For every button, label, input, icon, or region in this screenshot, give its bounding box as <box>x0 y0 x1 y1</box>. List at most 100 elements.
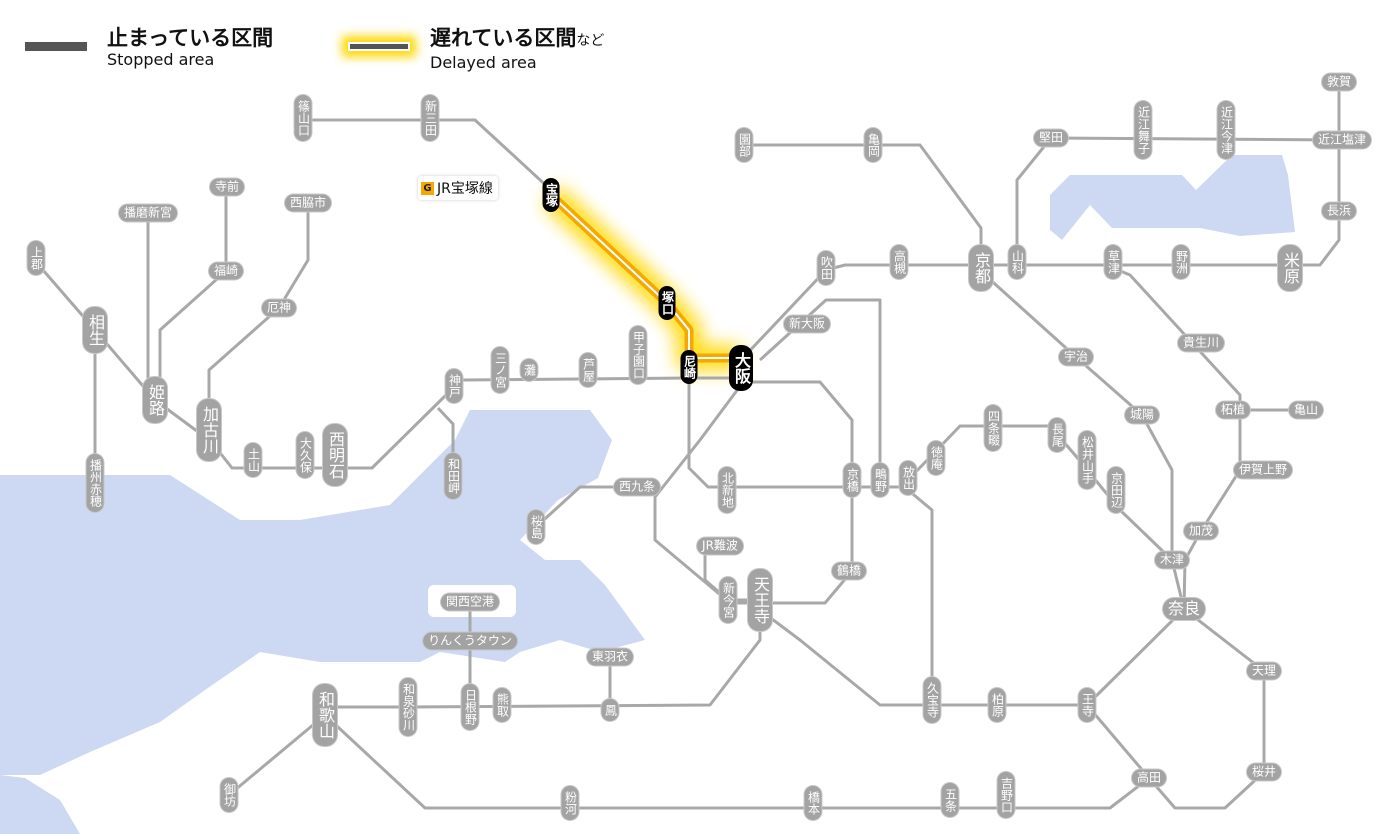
station-kyotanabe[interactable]: 京田辺 <box>1107 467 1125 513</box>
station-kakogawa[interactable]: 加古川 <box>197 399 221 461</box>
station-oji[interactable]: 王寺 <box>1078 688 1096 722</box>
lake-biwa <box>1050 155 1295 240</box>
station-nagahama[interactable]: 長浜 <box>1321 202 1357 220</box>
station-himeji[interactable]: 姫路 <box>143 377 167 423</box>
rail-lines <box>34 82 1343 810</box>
station-suita[interactable]: 吹田 <box>817 251 835 285</box>
delayed-swatch <box>348 42 410 51</box>
station-kobe[interactable]: 神戸 <box>445 369 463 403</box>
station-higashihagoromo[interactable]: 東羽衣 <box>586 648 634 666</box>
station-nishikujo[interactable]: 西九条 <box>613 478 661 496</box>
station-tsuge[interactable]: 柘植 <box>1215 401 1251 419</box>
station-hineno[interactable]: 日根野 <box>461 684 479 730</box>
station-nishiwakishi[interactable]: 西脇市 <box>284 194 332 212</box>
station-wakayama[interactable]: 和歌山 <box>313 684 337 746</box>
station-kumatori[interactable]: 熊取 <box>493 688 511 722</box>
station-nara[interactable]: 奈良 <box>1162 598 1206 620</box>
station-omimaiko[interactable]: 近江舞子 <box>1134 101 1152 159</box>
station-kitashinchi[interactable]: 北新地 <box>718 467 736 513</box>
station-uji[interactable]: 宇治 <box>1058 348 1094 366</box>
station-banshuako[interactable]: 播州赤穂 <box>86 454 104 512</box>
station-sakurajima[interactable]: 桜島 <box>527 510 545 544</box>
station-izumisunagawa[interactable]: 和泉砂川 <box>399 678 417 736</box>
station-sakurai[interactable]: 桜井 <box>1246 763 1282 781</box>
station-otori[interactable]: 鳳 <box>601 699 619 721</box>
station-nagao[interactable]: 長尾 <box>1048 418 1066 452</box>
station-shijonawate[interactable]: 四条畷 <box>984 405 1002 451</box>
station-tsuruhashi[interactable]: 鶴橋 <box>831 562 867 580</box>
stopped-swatch <box>25 42 87 51</box>
station-osaka[interactable]: 大阪 <box>729 345 753 391</box>
legend-stopped-title: 止まっている区間 <box>107 26 274 50</box>
station-tsuchiyama[interactable]: 土山 <box>244 443 262 477</box>
station-sasayamaguchi[interactable]: 篠山口 <box>294 95 312 141</box>
station-tsukaguchi[interactable]: 塚口 <box>658 286 676 320</box>
station-kamigori[interactable]: 上郡 <box>27 241 45 275</box>
station-kyoto[interactable]: 京都 <box>969 245 993 291</box>
station-takarazuka[interactable]: 宝塚 <box>542 178 560 212</box>
station-shinimamiya[interactable]: 新今宮 <box>719 577 737 623</box>
station-kizu[interactable]: 木津 <box>1154 551 1190 569</box>
station-shinsanda[interactable]: 新三田 <box>421 95 439 141</box>
station-takatsuki[interactable]: 高槻 <box>890 245 908 279</box>
station-sannomiya[interactable]: 三ノ宮 <box>491 347 509 393</box>
station-kameoka[interactable]: 亀岡 <box>864 128 882 162</box>
station-yamashina[interactable]: 山科 <box>1008 245 1026 279</box>
legend-delayed-title-text: 遅れている区間 <box>430 26 577 50</box>
delayed-section-line <box>547 191 741 363</box>
station-wadamisaki[interactable]: 和田岬 <box>444 453 462 499</box>
osaka-bay <box>0 410 645 775</box>
station-takada[interactable]: 高田 <box>1131 769 1167 787</box>
station-hanaten[interactable]: 放出 <box>899 461 917 495</box>
station-yakujin[interactable]: 厄神 <box>261 299 297 317</box>
station-kyobashi[interactable]: 京橋 <box>843 463 861 497</box>
station-kibukawa[interactable]: 貴生川 <box>1177 334 1225 352</box>
station-kusatsu[interactable]: 草津 <box>1104 245 1122 279</box>
legend-delayed-suffix: など <box>576 33 605 49</box>
station-fukusaki[interactable]: 福崎 <box>208 262 244 280</box>
station-gobo[interactable]: 御坊 <box>220 778 238 812</box>
station-yasu[interactable]: 野洲 <box>1172 245 1190 279</box>
station-tsuruga[interactable]: 敦賀 <box>1321 73 1357 91</box>
station-okubo[interactable]: 大久保 <box>296 432 314 478</box>
line-code-badge: G <box>421 181 434 195</box>
station-gojo[interactable]: 五条 <box>941 783 959 817</box>
station-shinosaka[interactable]: 新大阪 <box>783 315 831 333</box>
station-matsuiyamate[interactable]: 松井山手 <box>1078 431 1096 489</box>
station-yoshinoguchi[interactable]: 吉野口 <box>997 772 1015 818</box>
legend-stopped-subtitle: Stopped area <box>107 50 215 69</box>
station-kyuhoji[interactable]: 久宝寺 <box>923 677 941 723</box>
station-rinkutown[interactable]: りんくうタウン <box>423 632 517 650</box>
station-koshienguchi[interactable]: 甲子園口 <box>629 326 647 384</box>
station-tokuan[interactable]: 徳庵 <box>927 441 945 475</box>
legend-delayed-title: 遅れている区間など <box>430 26 604 53</box>
station-amagasaki[interactable]: 尼崎 <box>680 350 698 384</box>
station-teramae[interactable]: 寺前 <box>209 178 245 196</box>
station-tennoji[interactable]: 天王寺 <box>748 569 772 631</box>
station-sonobe[interactable]: 園部 <box>735 128 753 162</box>
station-kashiwara[interactable]: 柏原 <box>988 688 1006 722</box>
station-maibara[interactable]: 米原 <box>1278 245 1302 291</box>
legend-delayed-subtitle: Delayed area <box>430 53 537 72</box>
station-harimashingu[interactable]: 播磨新宮 <box>118 204 178 222</box>
station-omiimazu[interactable]: 近江今津 <box>1217 101 1235 159</box>
station-hashimoto[interactable]: 橋本 <box>804 786 822 820</box>
station-jrnamba[interactable]: JR難波 <box>697 537 743 555</box>
station-ashiya[interactable]: 芦屋 <box>579 353 597 387</box>
station-katata[interactable]: 堅田 <box>1033 129 1069 147</box>
station-joyo[interactable]: 城陽 <box>1124 406 1160 424</box>
station-igaueno[interactable]: 伊賀上野 <box>1233 461 1293 479</box>
station-nada[interactable]: 灘 <box>520 359 538 381</box>
station-tenri[interactable]: 天理 <box>1246 662 1282 680</box>
sea-south <box>0 775 80 834</box>
station-shigino[interactable]: 鴫野 <box>871 463 889 497</box>
station-aioi[interactable]: 相生 <box>83 307 107 353</box>
line-label-jr-takarazuka[interactable]: G JR宝塚線 <box>418 176 498 200</box>
station-kansaiairport[interactable]: 関西空港 <box>440 593 500 611</box>
station-kameyama[interactable]: 亀山 <box>1288 401 1324 419</box>
station-omishiotsu[interactable]: 近江塩津 <box>1312 131 1372 149</box>
station-kamo[interactable]: 加茂 <box>1183 522 1219 540</box>
station-kokawa[interactable]: 粉河 <box>561 786 579 820</box>
station-nishiakashi[interactable]: 西明石 <box>323 424 347 486</box>
